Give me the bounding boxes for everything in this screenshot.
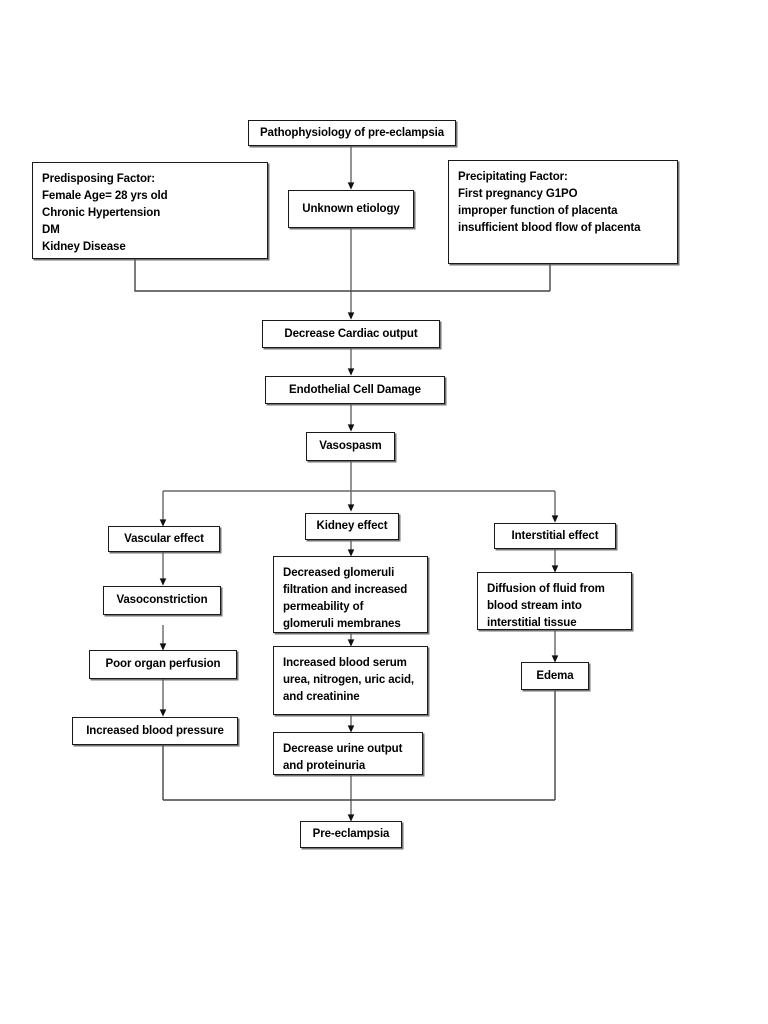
node-vasoconstriction-label: Vasoconstriction: [116, 594, 208, 606]
node-increased-blood-pressure-label: Increased blood pressure: [86, 724, 224, 737]
node-title-box[interactable]: Pathophysiology of pre-eclampsia: [248, 120, 456, 146]
node-pre-eclampsia[interactable]: Pre-eclampsia: [300, 821, 402, 848]
node-precipitating-factor-label: Precipitating Factor: First pregnancy G1…: [458, 171, 641, 234]
node-poor-organ-perfusion-label: Poor organ perfusion: [105, 658, 221, 670]
node-endothelial-cell-damage-label: Endothelial Cell Damage: [289, 383, 421, 396]
node-decrease-cardiac-output[interactable]: Decrease Cardiac output: [262, 320, 440, 348]
node-poor-organ-perfusion[interactable]: Poor organ perfusion: [89, 650, 237, 679]
node-unknown-etiology[interactable]: Unknown etiology: [288, 190, 414, 228]
node-kidney-effect-label: Kidney effect: [316, 520, 388, 532]
node-vasoconstriction[interactable]: Vasoconstriction: [103, 586, 221, 615]
node-predisposing-factor-label: Predisposing Factor: Female Age= 28 yrs …: [42, 173, 168, 253]
node-edema-label: Edema: [536, 669, 574, 682]
node-vascular-effect-label: Vascular effect: [124, 532, 204, 545]
node-edema[interactable]: Edema: [521, 662, 589, 690]
node-increased-blood-serum[interactable]: Increased blood serum urea, nitrogen, ur…: [273, 646, 428, 715]
node-predisposing-factor[interactable]: Predisposing Factor: Female Age= 28 yrs …: [32, 162, 268, 259]
node-decreased-glomeruli-label: Decreased glomeruli filtration and incre…: [283, 567, 408, 630]
node-decrease-urine-output[interactable]: Decrease urine output and proteinuria: [273, 732, 423, 775]
node-interstitial-effect[interactable]: Interstitial effect: [494, 523, 616, 549]
node-vasospasm[interactable]: Vasospasm: [306, 432, 395, 461]
node-precipitating-factor[interactable]: Precipitating Factor: First pregnancy G1…: [448, 160, 678, 264]
node-endothelial-cell-damage[interactable]: Endothelial Cell Damage: [265, 376, 445, 404]
node-kidney-effect[interactable]: Kidney effect: [305, 513, 399, 540]
node-decreased-glomeruli[interactable]: Decreased glomeruli filtration and incre…: [273, 556, 428, 633]
node-pre-eclampsia-label: Pre-eclampsia: [312, 828, 390, 840]
node-increased-blood-pressure[interactable]: Increased blood pressure: [72, 717, 238, 745]
node-diffusion-of-fluid[interactable]: Diffusion of fluid from blood stream int…: [477, 572, 632, 630]
node-diffusion-of-fluid-label: Diffusion of fluid from blood stream int…: [487, 583, 605, 629]
node-increased-blood-serum-label: Increased blood serum urea, nitrogen, ur…: [283, 657, 414, 703]
node-vasospasm-label: Vasospasm: [319, 440, 382, 452]
node-unknown-etiology-label: Unknown etiology: [302, 202, 400, 215]
node-decrease-urine-output-label: Decrease urine output and proteinuria: [283, 743, 403, 772]
node-vascular-effect[interactable]: Vascular effect: [108, 526, 220, 552]
node-interstitial-effect-label: Interstitial effect: [511, 529, 599, 542]
node-decrease-cardiac-output-label: Decrease Cardiac output: [284, 327, 418, 340]
node-title-box-label: Pathophysiology of pre-eclampsia: [259, 126, 445, 139]
